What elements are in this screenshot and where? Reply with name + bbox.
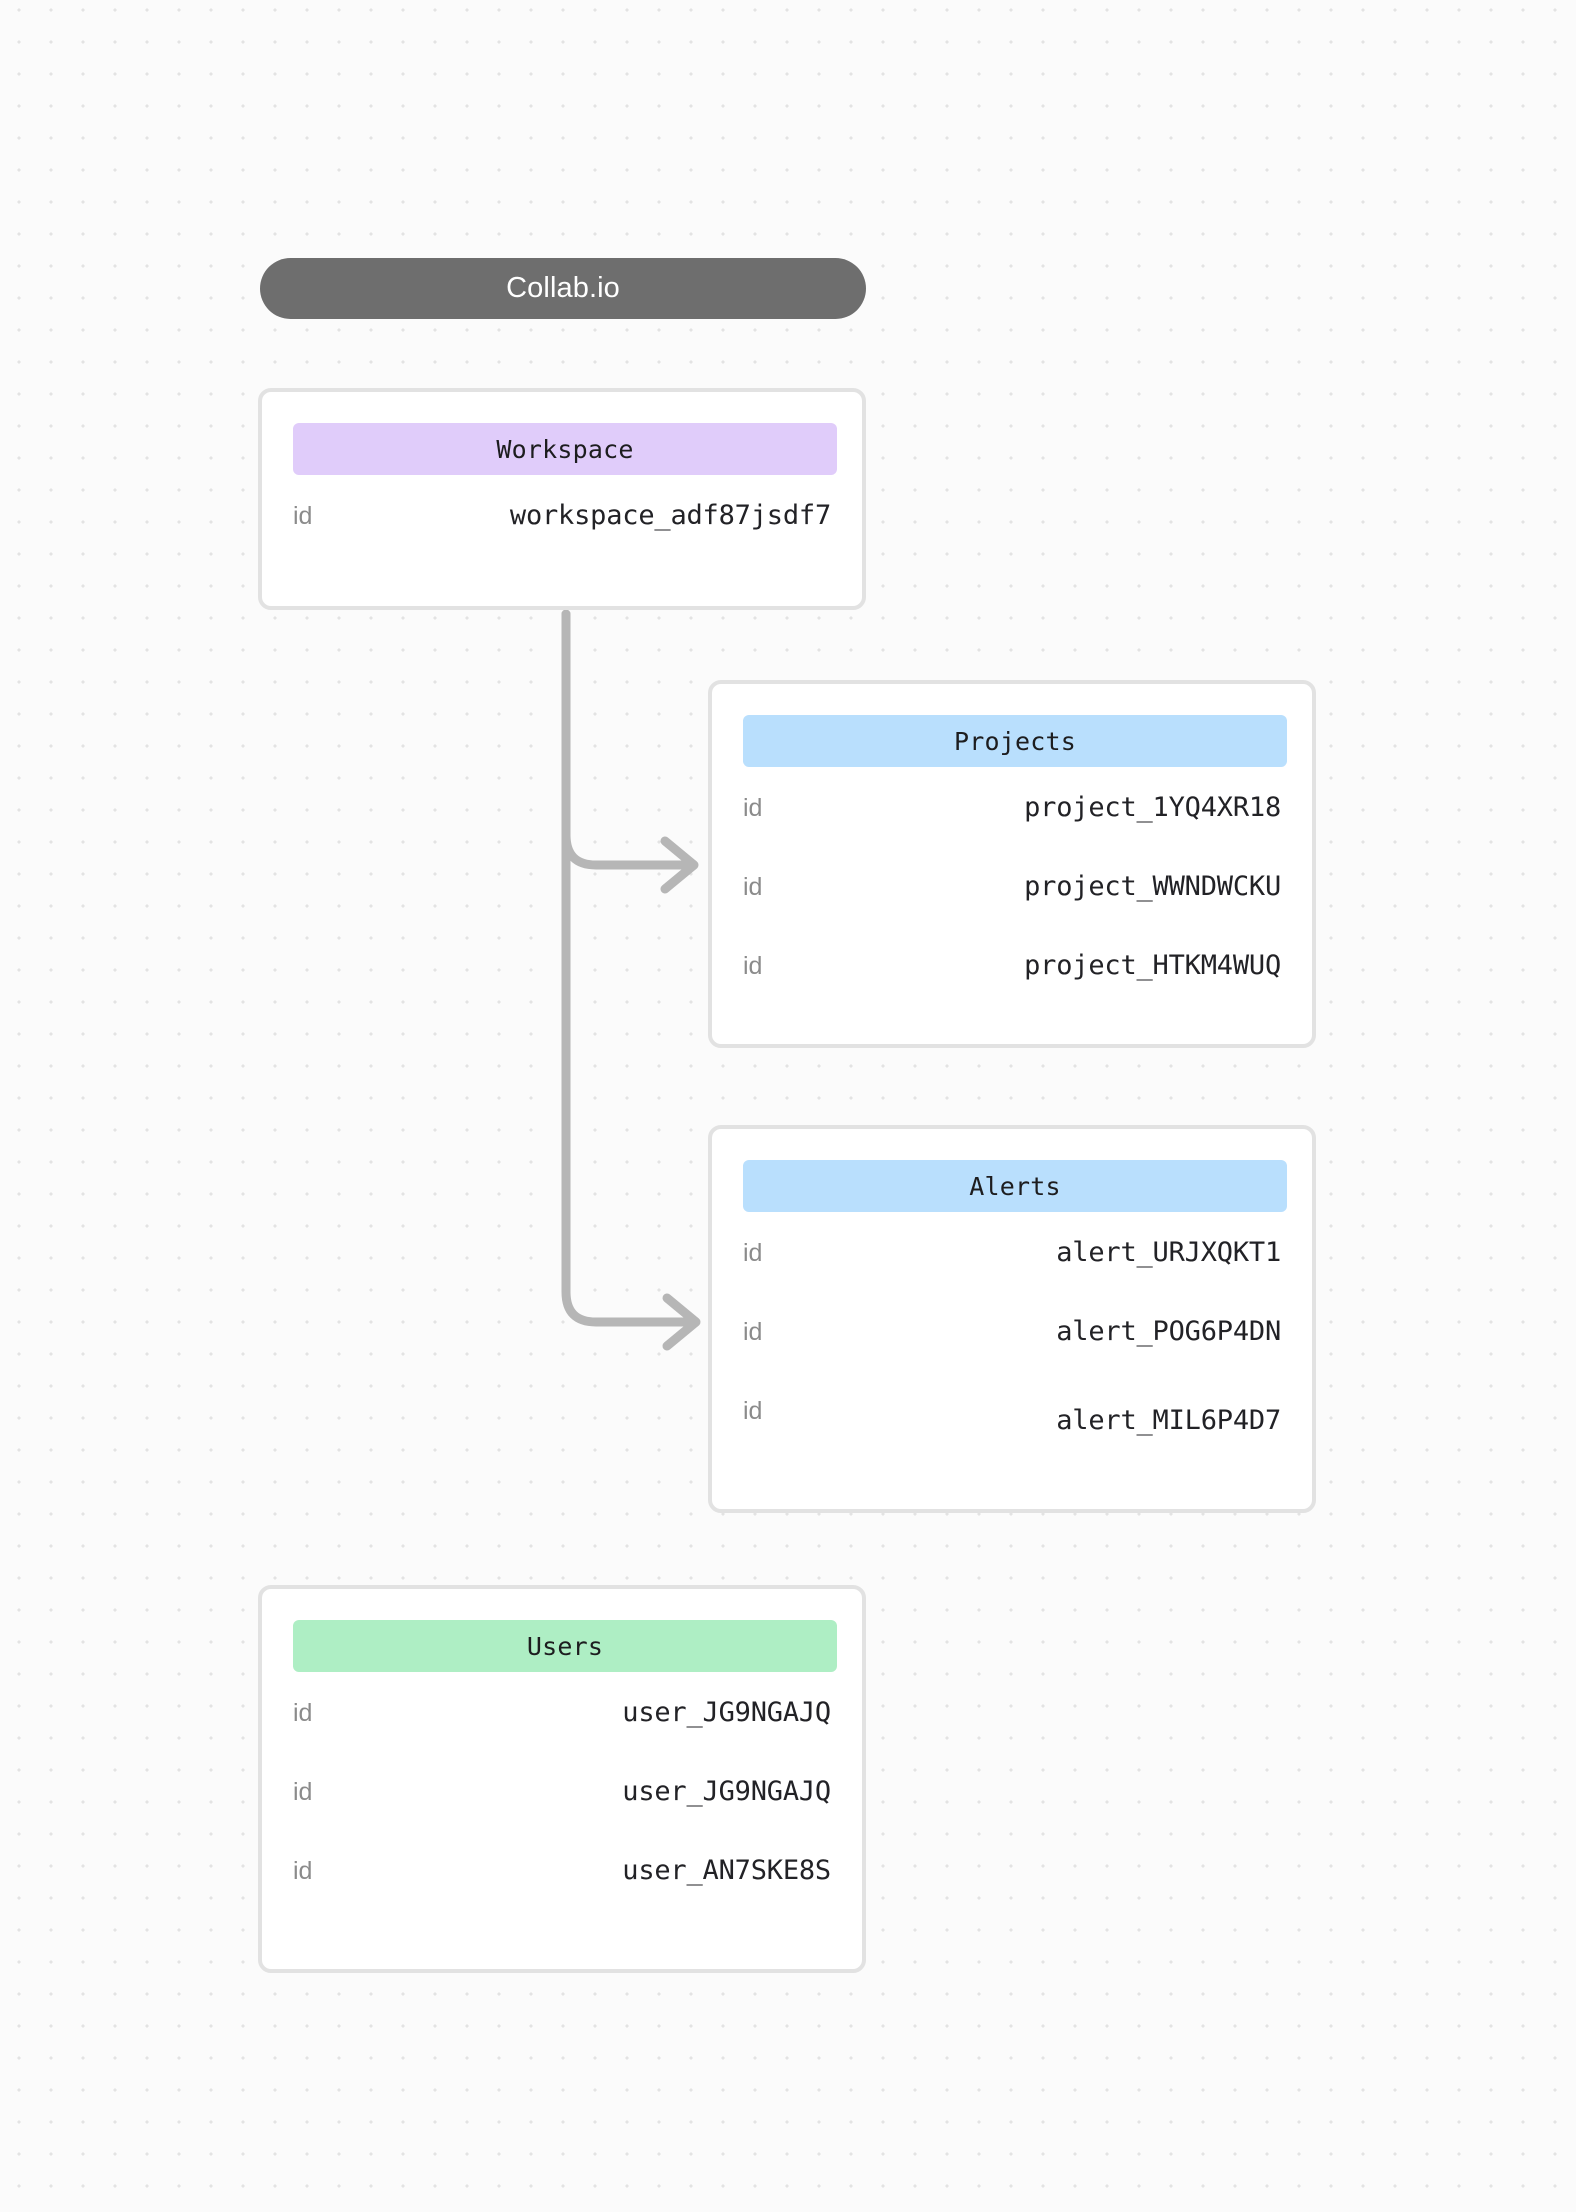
entity-card-alerts[interactable]: Alerts id alert_URJXQKT1 id alert_POG6P4… <box>708 1125 1316 1513</box>
row-value: project_HTKM4WUQ <box>1024 950 1281 981</box>
connector-workspace-to-projects <box>561 609 693 870</box>
entity-rows-alerts: id alert_URJXQKT1 id alert_POG6P4DN id a… <box>712 1237 1312 1474</box>
table-row[interactable]: id alert_URJXQKT1 <box>712 1237 1312 1316</box>
entity-card-projects[interactable]: Projects id project_1YQ4XR18 id project_… <box>708 680 1316 1048</box>
entity-header-users: Users <box>293 1620 837 1672</box>
table-row[interactable]: id project_WWNDWCKU <box>712 871 1312 950</box>
row-key: id <box>293 1699 313 1727</box>
entity-title-users: Users <box>526 1631 604 1661</box>
row-value: workspace_adf87jsdf7 <box>509 500 831 531</box>
row-key: id <box>743 1397 763 1425</box>
entity-title-projects: Projects <box>953 726 1076 756</box>
connector-workspace-to-alerts <box>561 609 695 1327</box>
row-value: project_1YQ4XR18 <box>1024 792 1281 823</box>
entity-card-workspace[interactable]: Workspace id workspace_adf87jsdf7 <box>258 388 866 610</box>
entity-header-projects: Projects <box>743 715 1287 767</box>
diagram-title-pill[interactable]: Collab.io <box>260 258 866 319</box>
entity-rows-users: id user_JG9NGAJQ id user_JG9NGAJQ id use… <box>262 1697 862 1934</box>
entity-card-users[interactable]: Users id user_JG9NGAJQ id user_JG9NGAJQ … <box>258 1585 866 1973</box>
row-value: alert_URJXQKT1 <box>1056 1237 1281 1268</box>
row-key: id <box>293 502 313 530</box>
row-value: user_AN7SKE8S <box>622 1855 831 1886</box>
row-key: id <box>743 952 763 980</box>
entity-header-alerts: Alerts <box>743 1160 1287 1212</box>
table-row[interactable]: id alert_POG6P4DN <box>712 1316 1312 1395</box>
row-value: alert_MIL6P4D7 <box>1056 1405 1281 1436</box>
arrowhead-alerts <box>662 1293 701 1351</box>
row-key: id <box>743 794 763 822</box>
table-row[interactable]: id user_AN7SKE8S <box>262 1855 862 1934</box>
row-value: alert_POG6P4DN <box>1056 1316 1281 1347</box>
table-row[interactable]: id alert_MIL6P4D7 <box>712 1395 1312 1474</box>
entity-rows-projects: id project_1YQ4XR18 id project_WWNDWCKU … <box>712 792 1312 1029</box>
table-row[interactable]: id user_JG9NGAJQ <box>262 1776 862 1855</box>
entity-header-workspace: Workspace <box>293 423 837 475</box>
table-row[interactable]: id user_JG9NGAJQ <box>262 1697 862 1776</box>
entity-rows-workspace: id workspace_adf87jsdf7 <box>262 500 862 557</box>
arrowhead-projects <box>660 836 699 894</box>
entity-title-alerts: Alerts <box>969 1171 1061 1201</box>
entity-title-workspace: Workspace <box>496 434 634 464</box>
table-row[interactable]: id project_1YQ4XR18 <box>712 792 1312 871</box>
diagram-title-label: Collab.io <box>506 272 620 304</box>
row-key: id <box>743 1318 763 1346</box>
row-key: id <box>293 1857 313 1885</box>
row-key: id <box>743 873 763 901</box>
table-row[interactable]: id workspace_adf87jsdf7 <box>262 500 862 557</box>
row-value: user_JG9NGAJQ <box>622 1697 831 1728</box>
row-key: id <box>743 1239 763 1267</box>
row-value: user_JG9NGAJQ <box>622 1776 831 1807</box>
row-key: id <box>293 1778 313 1806</box>
row-value: project_WWNDWCKU <box>1024 871 1281 902</box>
table-row[interactable]: id project_HTKM4WUQ <box>712 950 1312 1029</box>
